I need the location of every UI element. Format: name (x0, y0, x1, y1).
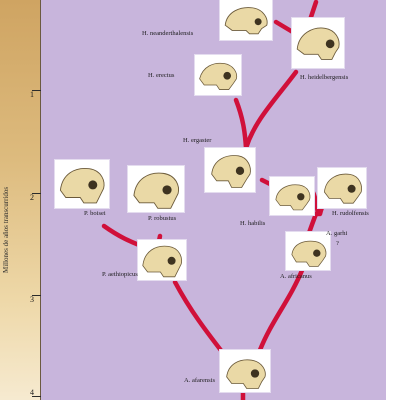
skull-habilis (270, 177, 314, 215)
tick-label-4: 4 (30, 388, 34, 397)
label-heidelbergensis: H. heidelbergensis (300, 74, 349, 81)
label-neanderthalensis: H. neanderthalensis (142, 30, 194, 37)
label-africanus: A. africanus (280, 273, 312, 280)
label-garhi: A. garhi (326, 230, 348, 237)
lineage-line (233, 97, 249, 151)
tick-mark (32, 295, 41, 296)
lineage-line (243, 69, 299, 151)
tick-mark (32, 90, 41, 91)
tick-mark (32, 193, 41, 194)
skull-africanus (286, 232, 330, 270)
label-boisei: P. boisei (84, 210, 106, 217)
lineage-line (307, 0, 319, 23)
label-afarensis: A. afarensis (184, 377, 216, 384)
skull-boisei (55, 160, 109, 208)
skull-aethiopicus (138, 240, 186, 280)
label-rudolfensis: H. rudolfensis (332, 210, 369, 217)
skull-afarensis (220, 350, 270, 392)
lineage-line (257, 265, 306, 353)
label-habilis: H. habilis (240, 220, 266, 227)
time-scale-bar (0, 0, 40, 400)
tick-label-1: 1 (30, 90, 34, 99)
right-margin (386, 0, 400, 400)
tick-label-2: 2 (30, 193, 34, 202)
tick-label-3: 3 (30, 295, 34, 304)
label-ergaster: H. ergaster (183, 137, 212, 144)
tick-mark (32, 396, 41, 397)
skull-heidelbergensis (292, 18, 344, 68)
skull-neanderthalensis (220, 0, 272, 40)
time-scale-divider (40, 0, 41, 400)
label-aethiopicus: P. aethiopicus (102, 271, 138, 278)
label-erectus: H. erectus (148, 72, 175, 79)
label-garhi-mark: ? (336, 240, 339, 247)
skull-ergaster (205, 148, 255, 192)
skull-erectus (195, 55, 241, 95)
label-robustus: P. robustus (148, 215, 177, 222)
skull-robustus (128, 166, 184, 212)
skull-rudolfensis (318, 168, 366, 208)
